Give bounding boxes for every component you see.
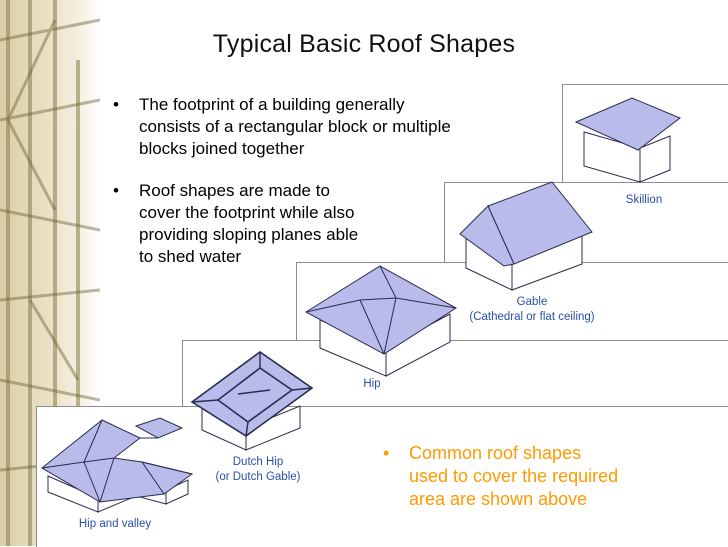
caption-skillion: Skillion <box>604 193 684 208</box>
note-common-roof-shapes: • Common roof shapes used to cover the r… <box>383 442 683 511</box>
bullet-marker: • <box>113 94 139 116</box>
bullet-text: The footprint of a building generally co… <box>139 94 451 160</box>
note-text: Common roof shapes used to cover the req… <box>409 442 618 511</box>
bullet-roof-shapes: • Roof shapes are made to cover the foot… <box>113 180 413 268</box>
gable-roof-drawing <box>452 172 602 292</box>
caption-gable: Gable (Cathedral or flat ceiling) <box>450 295 614 325</box>
caption-dutch-hip: Dutch Hip (or Dutch Gable) <box>198 455 318 485</box>
bullet-text: Roof shapes are made to cover the footpr… <box>139 180 358 268</box>
dutch-hip-roof-drawing <box>188 346 318 452</box>
bullet-marker: • <box>113 180 139 202</box>
caption-hip-and-valley: Hip and valley <box>60 517 170 532</box>
hip-and-valley-roof-drawing <box>40 404 200 514</box>
hip-roof-drawing <box>300 258 460 378</box>
bullet-marker: • <box>383 442 409 465</box>
caption-hip: Hip <box>352 377 392 392</box>
bullet-footprint: • The footprint of a building generally … <box>113 94 533 160</box>
slide-title: Typical Basic Roof Shapes <box>0 30 728 59</box>
